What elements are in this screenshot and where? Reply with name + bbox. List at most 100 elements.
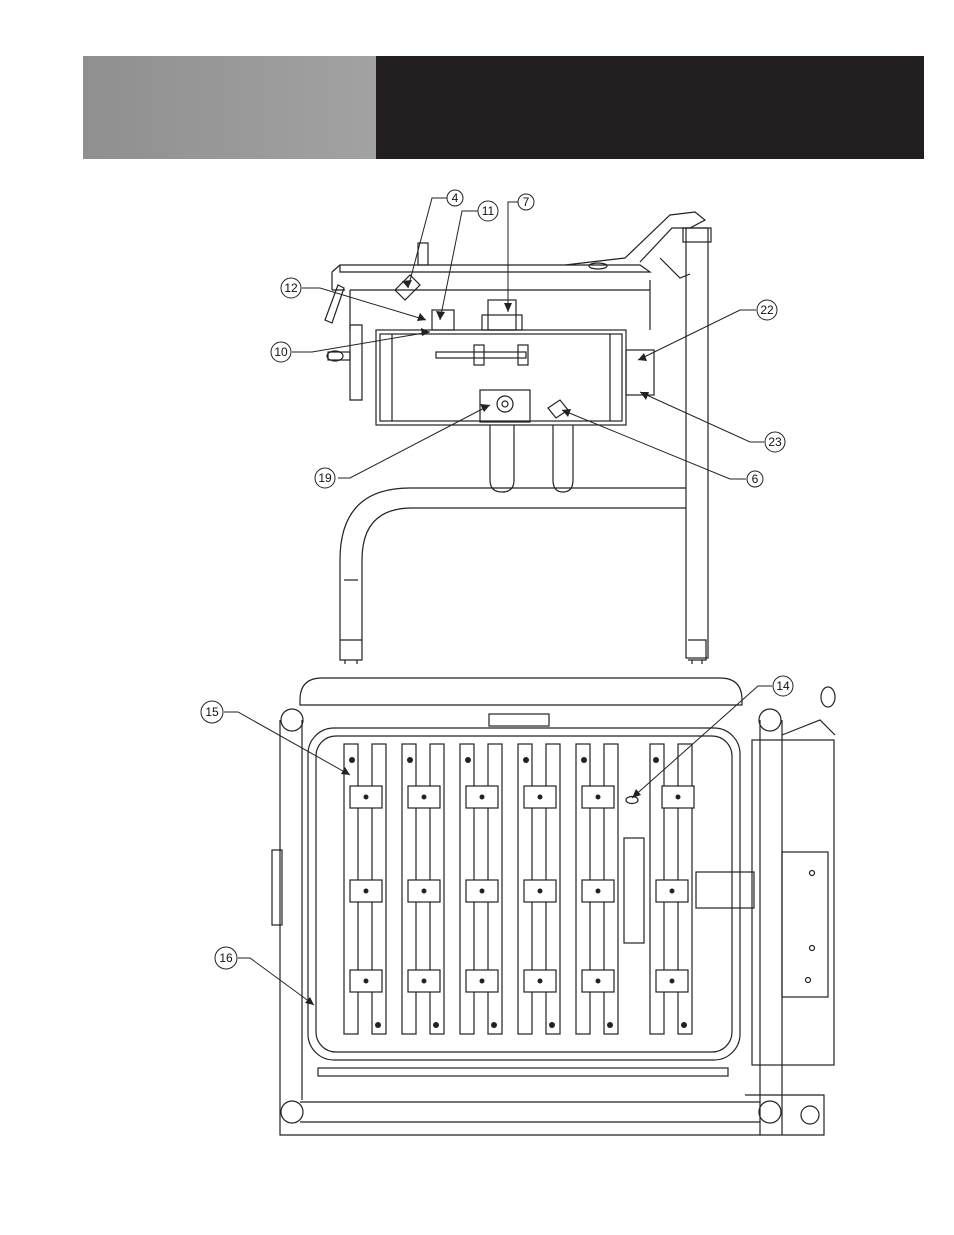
bolt [422, 889, 427, 894]
leader-22 [638, 310, 756, 360]
bolt [364, 979, 369, 984]
rack-screw [375, 1022, 381, 1028]
bolt [480, 795, 485, 800]
lid-frame [350, 280, 650, 330]
bolt [676, 795, 681, 800]
side-box [626, 350, 654, 395]
callout-label-7: 7 [523, 195, 530, 209]
base-frame [340, 488, 686, 660]
plan-crank-knob [821, 687, 835, 707]
slat-rack [344, 744, 692, 1034]
callout-bubbles [201, 190, 793, 969]
arrowhead [480, 404, 490, 412]
arrowhead [504, 303, 512, 312]
panel-screw-3 [806, 978, 811, 983]
callout-label-23: 23 [768, 435, 782, 449]
rack-screw [549, 1022, 555, 1028]
lid-front-edge [332, 265, 345, 290]
leader-10 [292, 332, 430, 352]
rack-screw [349, 757, 355, 763]
plan-hinge [696, 872, 754, 908]
bolt [364, 795, 369, 800]
leg-left [490, 425, 514, 492]
plan-crank-arm [782, 720, 835, 735]
bolt [480, 889, 485, 894]
bolt [596, 795, 601, 800]
corner-post-tl [281, 709, 303, 731]
plan-right-rail [760, 720, 782, 1135]
bolt [480, 979, 485, 984]
bolt [538, 979, 543, 984]
lift-pivot [589, 263, 607, 269]
plan-view [272, 678, 835, 1135]
callout-label-12: 12 [284, 281, 298, 295]
rack-screw [465, 757, 471, 763]
leader-7 [508, 202, 518, 312]
plan-bottom-rail [300, 1102, 760, 1122]
front-latch-bar [318, 1068, 728, 1076]
leader-6 [562, 410, 746, 479]
panel-screw-2 [810, 946, 815, 951]
arrowhead [436, 311, 445, 320]
arrowhead [417, 313, 426, 321]
rack-screw [607, 1022, 613, 1028]
arrowhead [638, 353, 647, 361]
bolt [670, 889, 675, 894]
plan-top-tab [489, 714, 549, 726]
rod-clamp-left [474, 345, 484, 365]
leader-23 [640, 392, 764, 442]
leg-right [553, 425, 573, 492]
arrowhead [402, 280, 412, 288]
plan-foot-right [801, 1106, 819, 1124]
rack-screw [433, 1022, 439, 1028]
arrowhead [632, 789, 641, 798]
callout-label-19: 19 [318, 471, 332, 485]
rack-screw [681, 1022, 687, 1028]
angled-fitting [395, 275, 420, 300]
bolt [538, 889, 543, 894]
center-bracket [624, 838, 644, 943]
leader-14 [632, 686, 772, 798]
callout-label-11: 11 [482, 204, 495, 218]
arrowhead [421, 328, 430, 336]
post-foot [688, 640, 706, 660]
bolt [538, 795, 543, 800]
callout-label-16: 16 [219, 951, 233, 965]
crank-plate [350, 325, 362, 400]
arrowhead [305, 997, 314, 1005]
leader-19 [338, 405, 490, 478]
callout-label-6: 6 [752, 472, 759, 486]
bolt [422, 795, 427, 800]
control-panel [752, 740, 834, 1065]
rack-screw [407, 757, 413, 763]
control-panel-inset [782, 852, 828, 997]
foot-caps [345, 660, 702, 664]
rack-screw [581, 757, 587, 763]
callout-label-22: 22 [760, 303, 774, 317]
drain-port [497, 396, 513, 412]
callout-labels: 4 11 7 12 10 19 22 23 6 14 15 16 [205, 191, 790, 965]
right-upright-post [686, 228, 708, 658]
side-view [325, 212, 711, 664]
bolt [596, 979, 601, 984]
rack-screw [523, 757, 529, 763]
corner-post-br [759, 1101, 781, 1123]
callout-label-15: 15 [205, 705, 219, 719]
corner-post-tr [759, 709, 781, 731]
post-cap [683, 228, 711, 242]
crank-handle [328, 352, 350, 360]
vessel-inner [380, 334, 622, 421]
corner-post-bl [281, 1101, 303, 1123]
callout-label-10: 10 [274, 345, 288, 359]
bolt [364, 889, 369, 894]
plan-top-rail [300, 678, 742, 705]
small-fitting [548, 400, 568, 418]
rod [436, 352, 526, 358]
bolt [670, 979, 675, 984]
callout-label-4: 4 [452, 191, 459, 205]
leader-12 [302, 288, 426, 320]
leader-15 [224, 712, 350, 775]
panel-screw-1 [810, 871, 815, 876]
bolt [422, 979, 427, 984]
rack-screw [491, 1022, 497, 1028]
